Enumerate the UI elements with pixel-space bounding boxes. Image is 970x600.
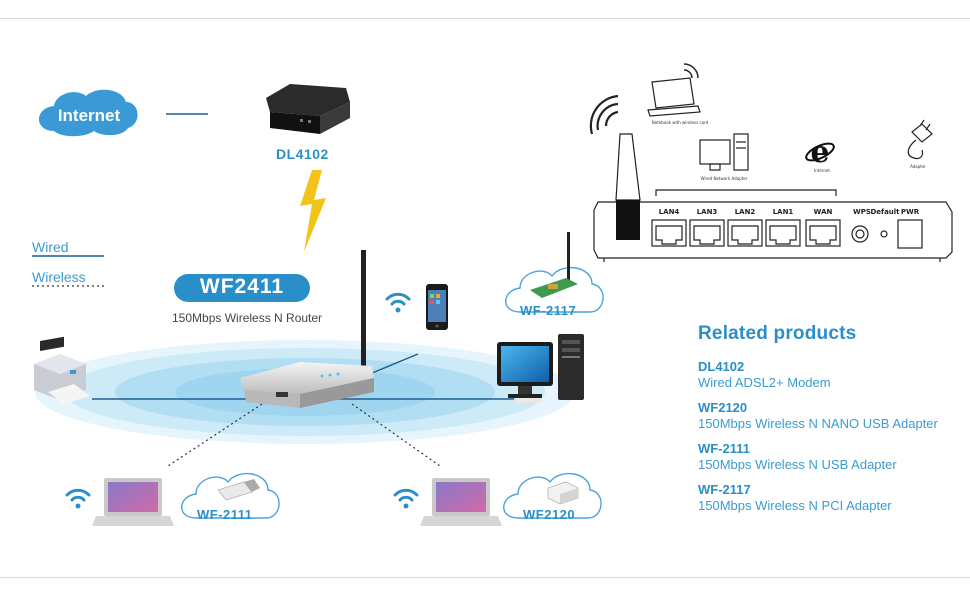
router-device bbox=[240, 250, 374, 408]
port-label-lan4: LAN4 bbox=[659, 208, 680, 216]
usb-adapter-device bbox=[217, 479, 260, 501]
pci-adapter-device bbox=[530, 232, 578, 298]
port-label-lan1: LAN1 bbox=[773, 208, 794, 216]
nano-adapter-device bbox=[547, 481, 579, 505]
legend-lines bbox=[32, 255, 104, 287]
port-label-wan: WAN bbox=[814, 208, 833, 216]
related-item: WF-2117 150Mbps Wireless N PCI Adapter bbox=[698, 482, 958, 514]
rear-panel-labels: LAN4 LAN3 LAN2 LAN1 WAN WPS Default PWR … bbox=[652, 120, 927, 216]
top-divider bbox=[0, 18, 970, 19]
related-item-desc: 150Mbps Wireless N NANO USB Adapter bbox=[698, 416, 938, 431]
svg-text:e: e bbox=[810, 135, 829, 170]
related-item-model: WF-2117 bbox=[698, 482, 751, 497]
rear-panel-drawing bbox=[589, 63, 953, 262]
modem-device bbox=[266, 84, 350, 134]
related-products-title: Related products bbox=[698, 323, 857, 344]
bottom-divider bbox=[0, 577, 970, 578]
legend-wired-label: Wired bbox=[32, 239, 69, 255]
router-subtitle: 150Mbps Wireless N Router bbox=[172, 311, 323, 325]
related-item: DL4102 Wired ADSL2+ Modem bbox=[698, 359, 958, 391]
adapter-label-nano: WF2120 bbox=[523, 507, 576, 522]
notebook-caption: Notebook with wireless card bbox=[652, 120, 709, 125]
modem-label: DL4102 bbox=[276, 146, 329, 162]
related-item: WF-2111 150Mbps Wireless N USB Adapter bbox=[698, 441, 958, 473]
port-label-pwr: PWR bbox=[901, 208, 920, 216]
lightning-bolt-icon bbox=[300, 170, 326, 252]
port-label-default: Default bbox=[870, 208, 900, 216]
internet-label: Internet bbox=[57, 106, 121, 125]
related-item-desc: 150Mbps Wireless N USB Adapter bbox=[698, 457, 897, 472]
internet-caption: Internet bbox=[814, 168, 830, 173]
wifi-icons bbox=[65, 292, 419, 509]
port-label-lan2: LAN2 bbox=[735, 208, 756, 216]
router-badge: WF2411 bbox=[199, 275, 285, 298]
desktop-caption: Wired Network Adapter bbox=[701, 176, 748, 181]
laptop-right bbox=[420, 478, 502, 526]
adapter-label-usb: WF-2111 bbox=[197, 507, 253, 522]
adapter-label-pci: WF-2117 bbox=[520, 303, 577, 318]
related-item-desc: 150Mbps Wireless N PCI Adapter bbox=[698, 498, 892, 513]
internet-explorer-icon: e bbox=[805, 135, 835, 170]
related-products-panel: Related products DL4102 Wired ADSL2+ Mod… bbox=[698, 323, 958, 523]
desktop-computer bbox=[497, 334, 584, 403]
related-item-model: WF2120 bbox=[698, 400, 748, 415]
related-item-model: WF-2111 bbox=[698, 441, 751, 456]
legend-wireless-label: Wireless bbox=[32, 269, 86, 285]
printer-device bbox=[34, 336, 90, 404]
adapter-caption: Adapter bbox=[910, 164, 926, 169]
smartphone-device bbox=[426, 284, 448, 330]
port-label-wps: WPS bbox=[853, 208, 871, 216]
internet-cloud bbox=[39, 89, 138, 137]
wireless-links bbox=[167, 403, 441, 467]
port-label-lan3: LAN3 bbox=[697, 208, 718, 216]
related-item: WF2120 150Mbps Wireless N NANO USB Adapt… bbox=[698, 400, 958, 432]
router-badge-shape bbox=[174, 274, 310, 302]
laptop-left bbox=[92, 478, 174, 526]
related-item-model: DL4102 bbox=[698, 359, 745, 374]
related-item-desc: Wired ADSL2+ Modem bbox=[698, 375, 831, 390]
